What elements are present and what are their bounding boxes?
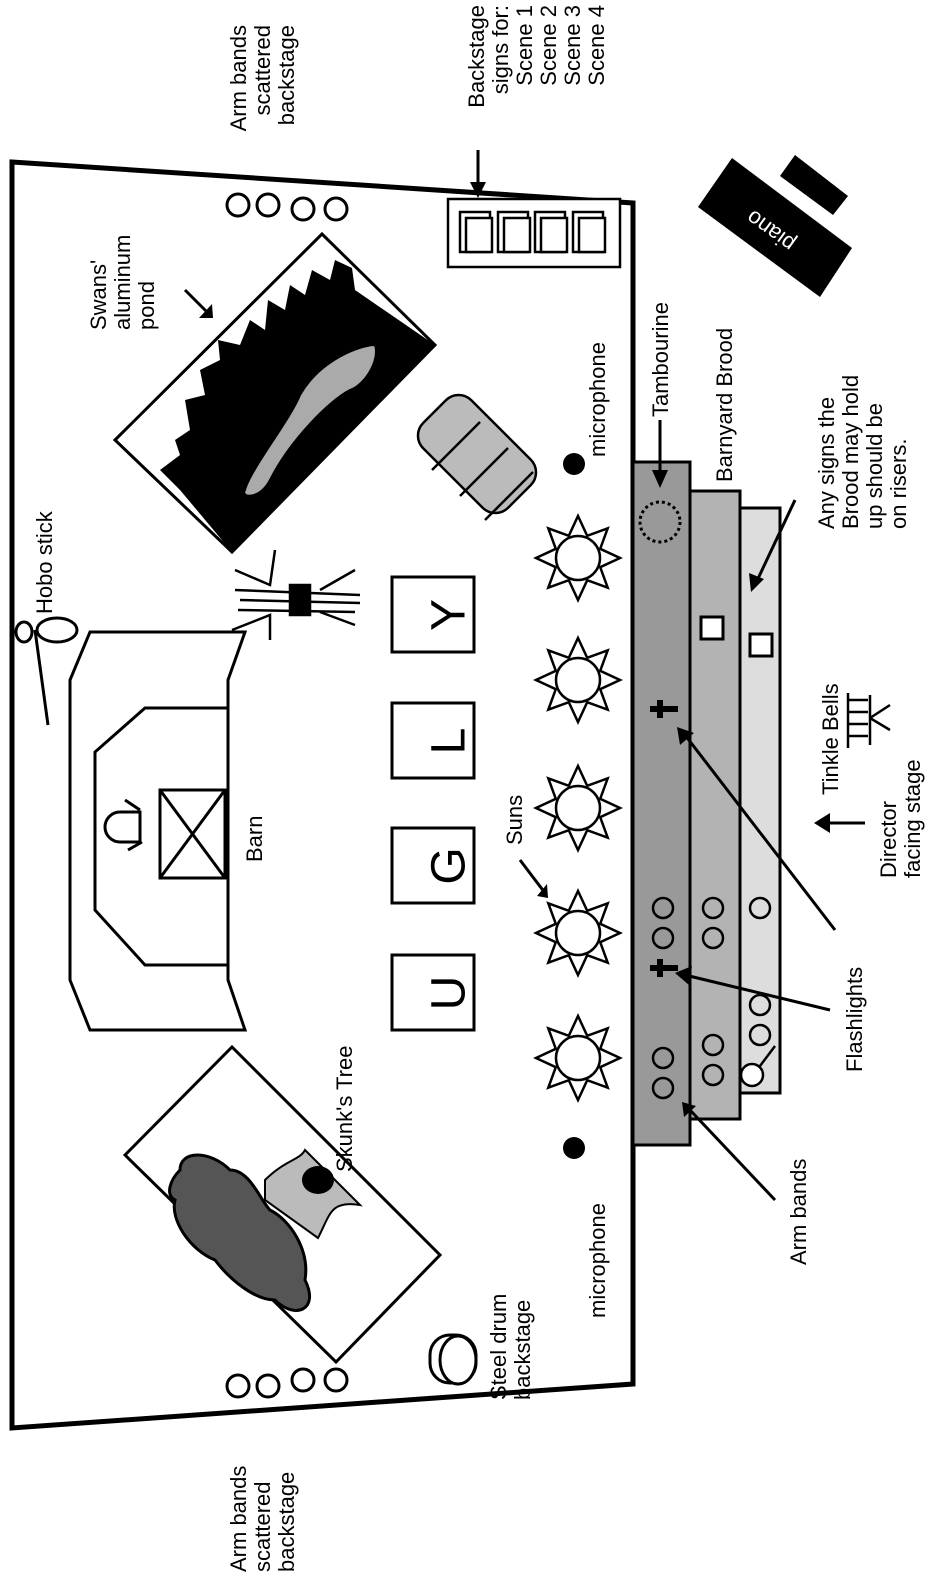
svg-text:Arm bands: Arm bands xyxy=(226,1466,251,1572)
svg-text:Scene 2: Scene 2 xyxy=(536,5,561,86)
svg-text:backstage: backstage xyxy=(510,1300,535,1400)
stage-outline xyxy=(9,159,636,1431)
barn-icon xyxy=(68,630,248,1032)
svg-text:Swans': Swans' xyxy=(86,260,111,330)
letter-box-g xyxy=(390,826,476,905)
svg-text:Scene 1: Scene 1 xyxy=(512,5,537,86)
sun-icon xyxy=(533,1013,623,1103)
svg-text:Steel drum: Steel drum xyxy=(486,1294,511,1400)
riser-arm-bands-icon xyxy=(651,896,772,1100)
skunks-tree-label: Skunk's Tree xyxy=(332,1046,357,1172)
steel-drum-icon xyxy=(428,1333,478,1386)
letter-g: G xyxy=(423,847,476,884)
svg-text:facing stage: facing stage xyxy=(900,759,925,878)
sun-icon xyxy=(533,513,623,603)
arm-band-circle xyxy=(701,1033,725,1057)
svg-text:scattered: scattered xyxy=(250,25,275,116)
microphone-top-label: microphone xyxy=(585,342,610,457)
svg-text:backstage: backstage xyxy=(274,1472,299,1572)
backstage-signs-icon xyxy=(446,197,622,269)
arm-bands-scattered-top-label: Arm bands scattered backstage xyxy=(226,25,299,131)
sun-icon xyxy=(533,635,623,725)
letter-u: U xyxy=(423,976,476,1011)
piano-icon xyxy=(698,155,852,297)
arm-bands-scattered-bottom-label: Arm bands scattered backstage xyxy=(226,1466,299,1572)
suns-label: Suns xyxy=(502,795,527,845)
microphone-top-icon xyxy=(563,453,585,475)
svg-text:Director: Director xyxy=(876,801,901,878)
arm-band-circle xyxy=(748,1023,772,1047)
sign-squares-icon xyxy=(699,615,774,658)
sun-icon xyxy=(533,763,623,853)
steel-drum-label: Steel drum backstage xyxy=(486,1294,535,1400)
director-label: Director facing stage xyxy=(876,759,925,878)
letter-boxes xyxy=(390,575,476,1032)
arm-band-circle xyxy=(748,896,772,920)
svg-text:signs for:: signs for: xyxy=(488,5,513,94)
svg-text:Brood may hold: Brood may hold xyxy=(838,375,863,529)
letter-box-y xyxy=(390,575,476,654)
svg-text:on risers.: on risers. xyxy=(886,439,911,529)
barn-label: Barn xyxy=(242,816,267,862)
riser-back xyxy=(736,506,782,1095)
svg-text:Scene 4: Scene 4 xyxy=(584,5,609,86)
tinkle-bells-riser-icon xyxy=(739,1045,776,1088)
signs-note-label: Any signs the Brood may hold up should b… xyxy=(814,375,911,529)
tinkle-bells-stand-icon xyxy=(846,693,891,748)
arm-bands-label: Arm bands xyxy=(786,1159,811,1265)
tambourine-label: Tambourine xyxy=(648,302,673,417)
svg-text:Scene 3: Scene 3 xyxy=(560,5,585,86)
letter-l: L xyxy=(423,728,476,755)
arm-band-circle xyxy=(651,896,675,920)
barnyard-brood-label: Barnyard Brood xyxy=(712,328,737,482)
arm-band-circle xyxy=(651,1076,675,1100)
hobo-stick-label: Hobo stick xyxy=(32,510,57,614)
costume-rack-icon xyxy=(416,393,538,521)
flashlight-arrow-2 xyxy=(684,973,831,1012)
arm-band-circle xyxy=(701,896,725,920)
letter-y: Y xyxy=(423,599,476,631)
arm-band-circle xyxy=(748,993,772,1017)
svg-text:aluminum: aluminum xyxy=(110,235,135,330)
letter-box-u xyxy=(390,953,476,1032)
arm-band-circle xyxy=(701,926,725,950)
arm-band-circle xyxy=(701,1063,725,1087)
swans-pond-label: Swans' aluminum pond xyxy=(86,235,159,330)
svg-text:Any signs the: Any signs the xyxy=(814,397,839,529)
tinkle-bells-label: Tinkle Bells xyxy=(818,683,843,795)
flashlights-label: Flashlights xyxy=(842,967,867,1072)
svg-text:up should be: up should be xyxy=(862,403,887,529)
signs-note-arrow xyxy=(753,499,797,586)
suns-arrow xyxy=(518,859,547,894)
riser-middle xyxy=(688,489,742,1121)
svg-text:pond: pond xyxy=(134,281,159,330)
risers xyxy=(631,460,782,1147)
flashlight-icon xyxy=(650,700,678,977)
hobo-stick-icon xyxy=(14,616,79,726)
microphone-bottom-label: microphone xyxy=(585,1203,610,1318)
backstage-signs-label: Backstage signs for: Scene 1 Scene 2 Sce… xyxy=(464,5,609,108)
arm-bands-arrow xyxy=(688,1108,777,1202)
straw-figure-icon xyxy=(231,549,361,640)
svg-text:Arm bands: Arm bands xyxy=(226,25,251,131)
svg-text:scattered: scattered xyxy=(250,1482,275,1573)
arm-band-circle xyxy=(651,1046,675,1070)
riser-front xyxy=(631,460,692,1147)
arm-band-circle xyxy=(651,926,675,950)
svg-text:backstage: backstage xyxy=(274,25,299,125)
arm-bands-bottom-icon xyxy=(225,1367,349,1399)
skunks-tree-icon xyxy=(122,1044,443,1365)
swans-pond-icon xyxy=(112,231,438,555)
letter-box-l xyxy=(390,701,476,780)
svg-text:Backstage: Backstage xyxy=(464,5,489,108)
sun-icon xyxy=(533,888,623,978)
tambourine-icon xyxy=(638,500,682,544)
suns-group xyxy=(533,513,623,1103)
microphone-bottom-icon xyxy=(563,1137,585,1159)
flashlight-arrow-1 xyxy=(683,734,837,931)
arm-bands-top-icon xyxy=(225,192,349,222)
